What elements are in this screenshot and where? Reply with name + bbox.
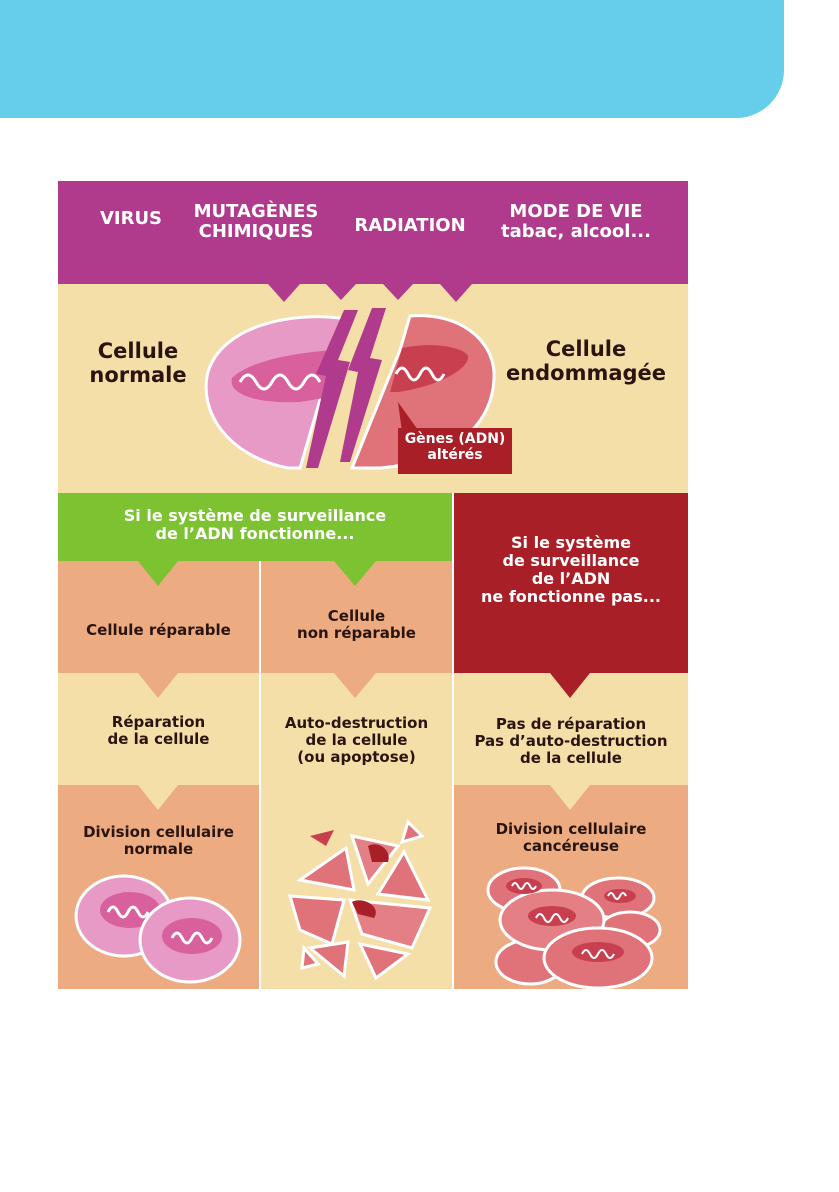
arrow-down-icon	[138, 785, 178, 810]
normal-division-illustration	[74, 874, 242, 984]
apoptosis-line3: (ou apoptose)	[297, 747, 416, 766]
non-repairable-line1: Cellule	[327, 607, 386, 625]
no-repair-line1: Pas de réparation	[495, 715, 647, 733]
apoptosis-label: Auto-destruction de la cellule (ou apopt…	[261, 715, 452, 765]
cause-lifestyle: MODE DE VIE tabac, alcool...	[488, 201, 664, 243]
cause-radiation: RADIATION	[354, 215, 466, 236]
cell-repair-line1: Réparation	[111, 713, 206, 731]
cause-lifestyle-line1: MODE DE VIE	[509, 201, 643, 222]
normal-cell-label-line2: normale	[89, 362, 187, 387]
cell-repair-label: Réparation de la cellule	[58, 714, 259, 748]
non-repairable-line2: non réparable	[297, 623, 416, 642]
normal-division-line2: normale	[123, 839, 194, 858]
cause-arrows	[268, 284, 472, 302]
normal-cell-label-line1: Cellule	[97, 339, 179, 363]
altered-genes-label-line2: altérés	[427, 446, 483, 463]
cause-mutagens-line1: MUTAGÈNES	[193, 201, 319, 222]
cell-repair-line2: de la cellule	[107, 729, 210, 748]
header-band	[0, 0, 784, 118]
damaged-cell-label-line1: Cellule	[545, 337, 627, 361]
apoptosis-illustration	[287, 819, 433, 981]
cancer-division-line2: cancéreuse	[522, 836, 620, 855]
damaged-cell-label: Cellule endommagée	[500, 337, 672, 385]
surveillance-fail-label: Si le système de surveillance de l’ADN n…	[454, 534, 688, 606]
normal-division-line1: Division cellulaire	[83, 823, 234, 841]
crack-bolt-icon	[340, 308, 386, 462]
apoptosis-line1: Auto-destruction	[284, 714, 429, 732]
cause-lifestyle-line2: tabac, alcool...	[501, 221, 651, 243]
arrow-down-icon	[268, 284, 300, 302]
cancer-division-line1: Division cellulaire	[495, 820, 647, 838]
surveillance-fail-line4: ne fonctionne pas...	[481, 586, 661, 606]
surveillance-fail-line3: de l’ADN	[531, 568, 611, 588]
apoptosis-panel	[261, 673, 452, 989]
surveillance-fail-line1: Si le système	[511, 533, 631, 552]
cancer-division-label: Division cellulaire cancéreuse	[454, 821, 688, 855]
altered-genes-label-line1: Gènes (ADN)	[404, 431, 506, 447]
arrow-down-icon	[383, 284, 413, 300]
altered-genes-label: Gènes (ADN) altérés	[398, 428, 512, 474]
surveillance-fail-line2: de surveillance	[502, 550, 640, 570]
no-repair-label: Pas de réparation Pas d’auto-destruction…	[454, 716, 688, 766]
surveillance-ok-line2: de l’ADN fonctionne...	[155, 523, 355, 543]
arrow-down-icon	[440, 284, 472, 302]
arrow-down-icon	[550, 673, 590, 698]
arrow-down-icon	[334, 561, 376, 586]
normal-division-label: Division cellulaire normale	[58, 824, 259, 858]
no-repair-line3: de la cellule	[520, 748, 622, 767]
surveillance-ok-panel	[58, 493, 452, 561]
arrow-down-icon	[334, 673, 376, 698]
no-repair-line2: Pas d’auto-destruction	[474, 731, 668, 750]
crack-bolt-icon	[306, 310, 358, 468]
cancer-division-illustration	[486, 866, 662, 990]
cause-mutagens-line2: CHIMIQUES	[198, 221, 314, 243]
cause-mutagens: MUTAGÈNES CHIMIQUES	[180, 201, 332, 243]
causes-bar	[58, 181, 688, 284]
non-repairable-cell-label: Cellule non réparable	[261, 608, 452, 642]
surveillance-ok-label: Si le système de surveillance de l’ADN f…	[58, 507, 452, 543]
cause-virus: VIRUS	[99, 208, 163, 229]
damaged-cell-label-line2: endommagée	[505, 360, 667, 385]
arrow-down-icon	[550, 785, 590, 810]
arrow-down-icon	[326, 284, 356, 300]
arrow-down-icon	[138, 673, 178, 698]
arrow-down-icon	[138, 561, 178, 586]
normal-cell-label: Cellule normale	[78, 339, 198, 387]
surveillance-ok-line1: Si le système de surveillance	[123, 506, 387, 525]
callout-pointer-icon	[398, 402, 418, 432]
normal-cell-illustration	[204, 315, 347, 470]
surveillance-fail-panel	[454, 493, 688, 673]
cancer-dna	[511, 882, 627, 959]
apoptosis-line2: de la cellule	[305, 730, 408, 749]
repairable-cell-label: Cellule réparable	[86, 621, 231, 639]
